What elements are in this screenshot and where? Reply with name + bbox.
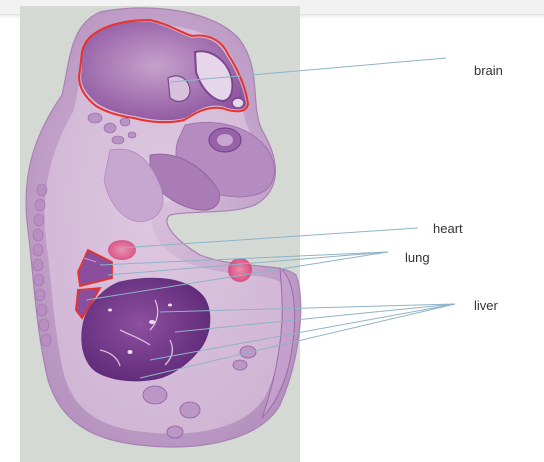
eye-lens (217, 134, 233, 146)
liver-vessels (99, 299, 174, 367)
liver-label: liver (474, 298, 498, 313)
lung-leader-line-3 (85, 251, 389, 301)
lung-label: lung (405, 250, 430, 265)
abdominal-structures (142, 345, 257, 439)
brain-small-ventricle (231, 97, 245, 109)
liver-leader-line-3 (149, 303, 456, 361)
brain-ventricle (193, 50, 234, 102)
liver-leader-line-2 (174, 303, 456, 333)
neck-region (103, 148, 164, 223)
heart-region (108, 240, 136, 260)
spine-segments (32, 183, 52, 347)
lung-detail (83, 257, 97, 263)
brain-outline (78, 18, 250, 124)
neck-structures (87, 112, 137, 145)
lung-lower-lobe (75, 286, 102, 320)
heart-leader-line (119, 227, 419, 249)
tail-structure (261, 266, 296, 419)
brain-label: brain (474, 63, 503, 78)
jaw-region (149, 153, 220, 211)
lung-leader-line-1 (99, 251, 389, 266)
liver-leader-line-4 (139, 303, 456, 379)
blood-spot (228, 258, 252, 282)
liver-vessel-lumens (108, 303, 172, 354)
brain-region (81, 21, 246, 121)
lung-leader-line-2 (107, 251, 389, 276)
heart-label: heart (433, 221, 463, 236)
brain-leader-line (169, 57, 447, 83)
liver-leader-line-1 (159, 303, 456, 313)
brain-ventricle-inner (167, 75, 191, 102)
